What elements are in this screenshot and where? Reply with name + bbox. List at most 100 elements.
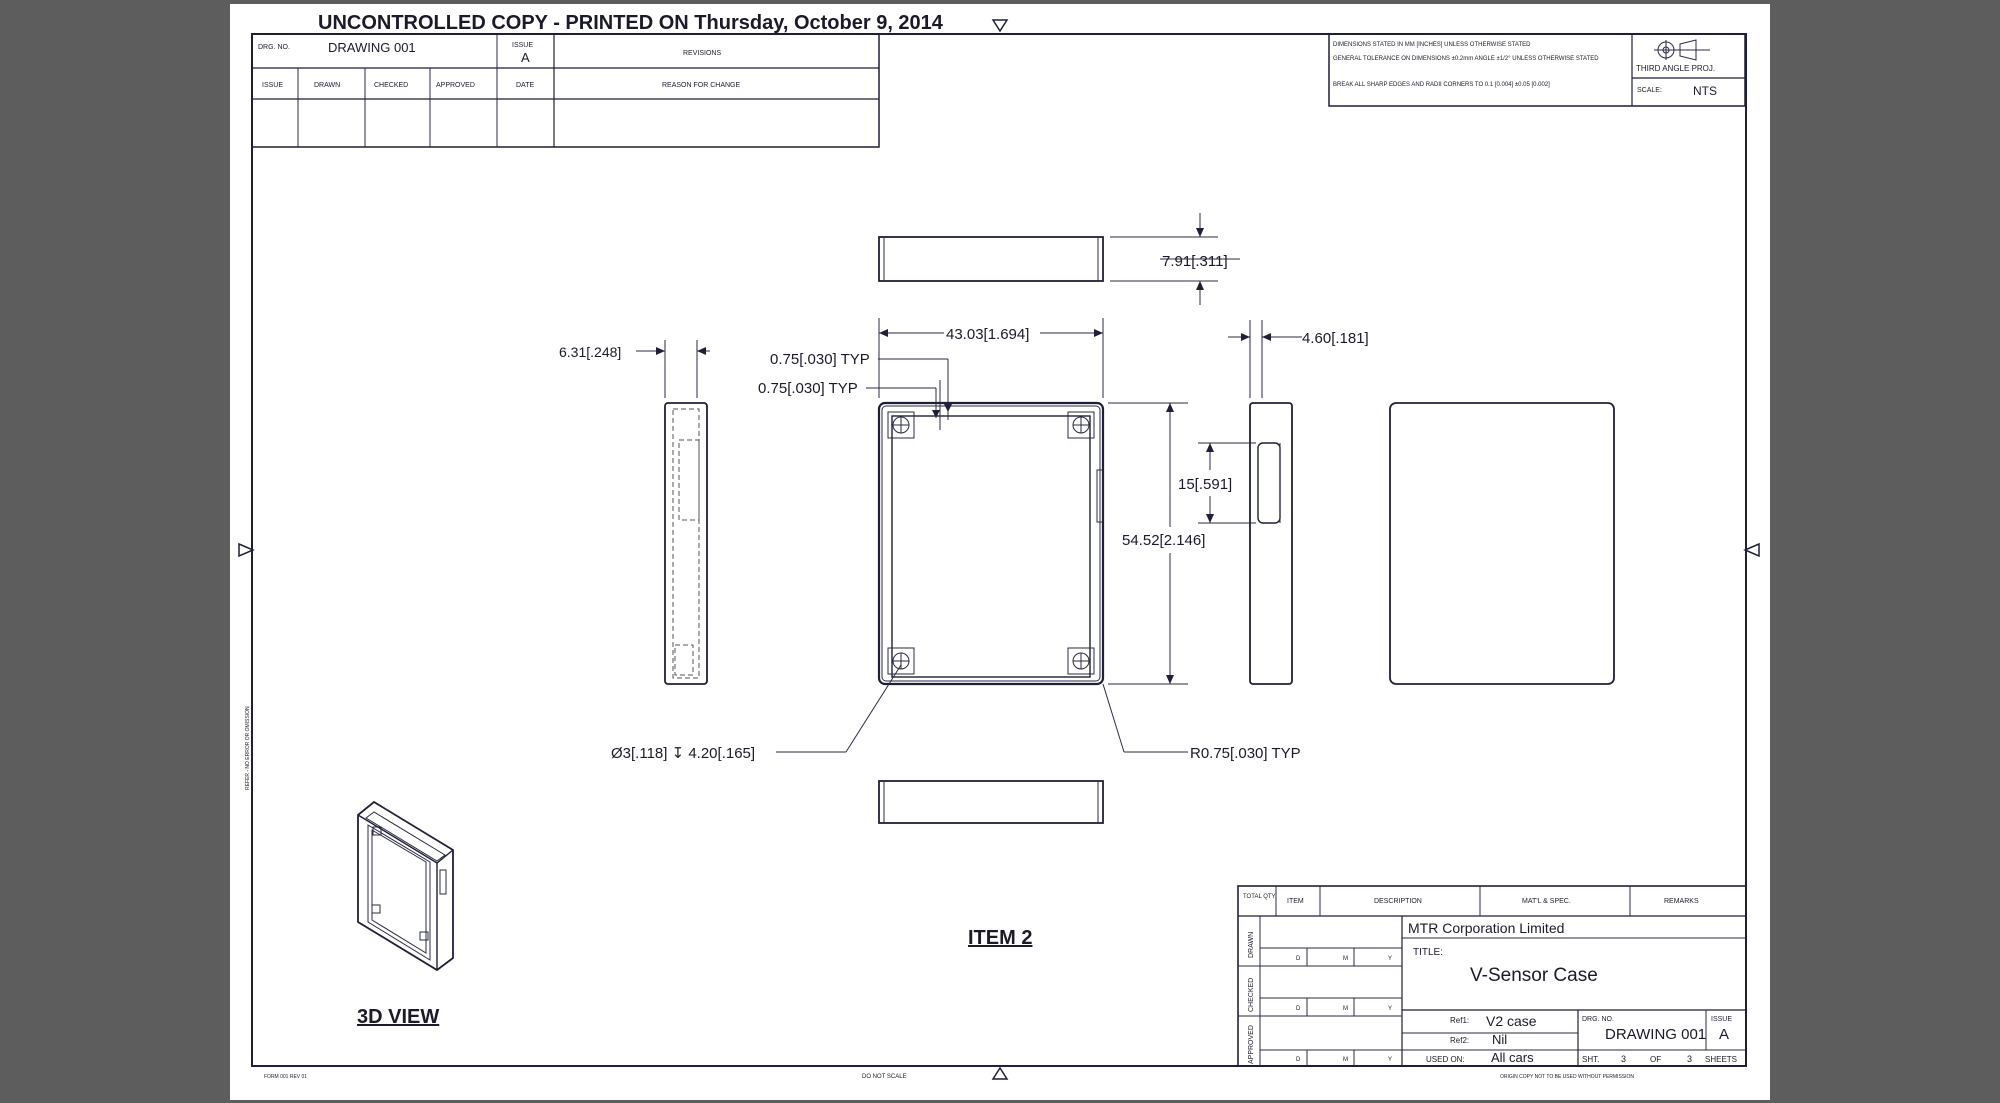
tb-ref2-label: Ref2: <box>1450 1036 1469 1045</box>
tb-company: MTR Corporation Limited <box>1408 920 1564 936</box>
projection-label: THIRD ANGLE PROJ. <box>1636 64 1715 73</box>
tb-checked-label: CHECKED <box>1248 978 1255 1012</box>
mounting-hole-icon <box>1067 647 1095 675</box>
rev-col-issue: ISSUE <box>262 82 283 89</box>
tb-dmy-m: M <box>1343 1006 1348 1012</box>
do-not-scale-label: DO NOT SCALE <box>862 1074 907 1080</box>
mounting-hole-icon <box>887 411 915 439</box>
tb-title: V-Sensor Case <box>1470 965 1598 986</box>
dim-top-thickness-text: 7.91[.311] <box>1162 253 1228 270</box>
tb-dmy-y: Y <box>1388 1006 1392 1012</box>
bottom-view <box>878 780 1104 824</box>
dim-height-text: 54.52[2.146] <box>1122 532 1205 549</box>
bottom-center-marker <box>991 1066 1009 1080</box>
revision-block: DRG. NO. DRAWING 001 ISSUE A REVISIONS I… <box>251 33 880 148</box>
scale-label: SCALE: <box>1637 87 1662 94</box>
dim-side-thickness: 6.31[.248] <box>559 340 710 398</box>
tb-title-label: TITLE: <box>1413 947 1443 958</box>
rev-col-reason: REASON FOR CHANGE <box>662 82 741 89</box>
front-view <box>877 401 1105 686</box>
dim-hole-leader: Ø3[.118] ↧ 4.20[.165] <box>611 664 902 762</box>
dim-side-thickness-text: 6.31[.248] <box>559 344 621 360</box>
dim-wall-b: 0.75[.030] TYP <box>758 380 940 418</box>
dim-height: 54.52[2.146] <box>1108 402 1205 685</box>
right-side-view <box>1249 402 1293 685</box>
dim-wall-a: 0.75[.030] TYP <box>770 351 952 430</box>
tb-sheets-label: SHEETS <box>1705 1055 1737 1064</box>
dim-width-text: 43.03[1.694] <box>946 326 1029 343</box>
left-side-view <box>664 402 708 685</box>
top-view <box>878 236 1104 282</box>
dim-slot: 15[.591] <box>1178 442 1256 524</box>
back-view <box>1389 402 1615 685</box>
item-label: ITEM 2 <box>968 927 1032 949</box>
dim-top-thickness: 7.91[.311] <box>1110 213 1240 305</box>
top-center-marker <box>991 19 1009 33</box>
rev-col-checked: CHECKED <box>374 82 408 89</box>
dim-radius-text: R0.75[.030] TYP <box>1190 745 1301 762</box>
tb-issue-label: ISSUE <box>1711 1016 1732 1023</box>
tb-sht-label: SHT. <box>1582 1055 1599 1064</box>
rev-col-approved: APPROVED <box>436 82 475 89</box>
origin-copy-label: ORIGIN COPY NOT TO BE USED WITHOUT PERMI… <box>1500 1074 1634 1080</box>
title-block: TOTAL QTY ITEM DESCRIPTION MAT'L & SPEC.… <box>1237 885 1747 1067</box>
form-no-label: FORM 001 REV 01 <box>264 1074 307 1080</box>
tb-dmy-d: D <box>1296 1006 1301 1012</box>
dim-wall-b-text: 0.75[.030] TYP <box>758 380 858 397</box>
tb-approved-label: APPROVED <box>1248 1025 1255 1064</box>
side-note-label: REFER - NO ERROR OR OMISSION <box>245 706 251 790</box>
tb-drg-no: DRAWING 001 <box>1605 1026 1706 1043</box>
isometric-3d-view <box>357 800 454 972</box>
revisions-label: REVISIONS <box>683 50 721 57</box>
note-tolerance: GENERAL TOLERANCE ON DIMENSIONS ±0.2mm A… <box>1333 56 1599 62</box>
paper <box>230 4 1770 1100</box>
right-center-marker <box>1743 542 1760 558</box>
tb-col-remarks: REMARKS <box>1664 898 1699 905</box>
rev-issue: A <box>521 50 530 65</box>
left-center-marker <box>238 542 255 558</box>
third-angle-symbol-icon <box>1654 39 1710 61</box>
tb-dmy-d: D <box>1296 956 1301 962</box>
tb-dmy-m: M <box>1343 1057 1348 1063</box>
tb-col-item: ITEM <box>1287 898 1304 905</box>
dim-hole-text: Ø3[.118] ↧ 4.20[.165] <box>611 745 755 762</box>
view-3d-label: 3D VIEW <box>357 1006 439 1028</box>
rev-col-drawn: DRAWN <box>314 82 340 89</box>
tb-dmy-d: D <box>1296 1057 1301 1063</box>
mounting-hole-icon <box>887 647 915 675</box>
tb-ref1-label: Ref1: <box>1450 1016 1469 1025</box>
tb-sht: 3 <box>1621 1054 1626 1064</box>
dim-width: 43.03[1.694] <box>878 318 1104 398</box>
tb-dmy-y: Y <box>1388 1057 1392 1063</box>
tb-drg-no-label: DRG. NO. <box>1582 1016 1614 1023</box>
tb-of-label: OF <box>1650 1055 1661 1064</box>
tb-ref1: V2 case <box>1486 1013 1537 1029</box>
tb-used-on: All cars <box>1491 1050 1534 1065</box>
tb-of: 3 <box>1687 1054 1692 1064</box>
rev-drg-no: DRAWING 001 <box>328 40 416 55</box>
tb-dmy-m: M <box>1343 956 1348 962</box>
rev-issue-label: ISSUE <box>512 42 533 49</box>
tb-col-matl-spec: MAT'L & SPEC. <box>1522 898 1571 905</box>
dim-wall-a-text: 0.75[.030] TYP <box>770 351 870 368</box>
dim-right-thickness-text: 4.60[.181] <box>1302 330 1369 347</box>
uncontrolled-copy-banner: UNCONTROLLED COPY - PRINTED ON Thursday,… <box>318 12 944 34</box>
dim-radius-leader: R0.75[.030] TYP <box>1102 683 1301 762</box>
rev-drg-no-label: DRG. NO. <box>258 44 290 51</box>
dim-right-thickness: 4.60[.181] <box>1228 320 1369 398</box>
scale-value: NTS <box>1693 84 1717 98</box>
note-units: DIMENSIONS STATED IN MM [INCHES] UNLESS … <box>1333 42 1531 48</box>
tb-issue: A <box>1719 1026 1729 1043</box>
rev-col-date: DATE <box>516 82 534 89</box>
tb-used-on-label: USED ON: <box>1426 1055 1465 1064</box>
tb-drawn-label: DRAWN <box>1248 932 1255 958</box>
notes-block: DIMENSIONS STATED IN MM [INCHES] UNLESS … <box>1328 33 1746 107</box>
tb-col-description: DESCRIPTION <box>1374 898 1422 905</box>
dim-slot-text: 15[.591] <box>1178 476 1232 493</box>
tb-col-total-qty: TOTAL QTY <box>1243 894 1276 900</box>
tb-dmy-y: Y <box>1388 956 1392 962</box>
mounting-hole-icon <box>1067 411 1095 439</box>
note-edges: BREAK ALL SHARP EDGES AND RADII CORNERS … <box>1333 82 1550 88</box>
tb-ref2: Nil <box>1492 1032 1507 1047</box>
